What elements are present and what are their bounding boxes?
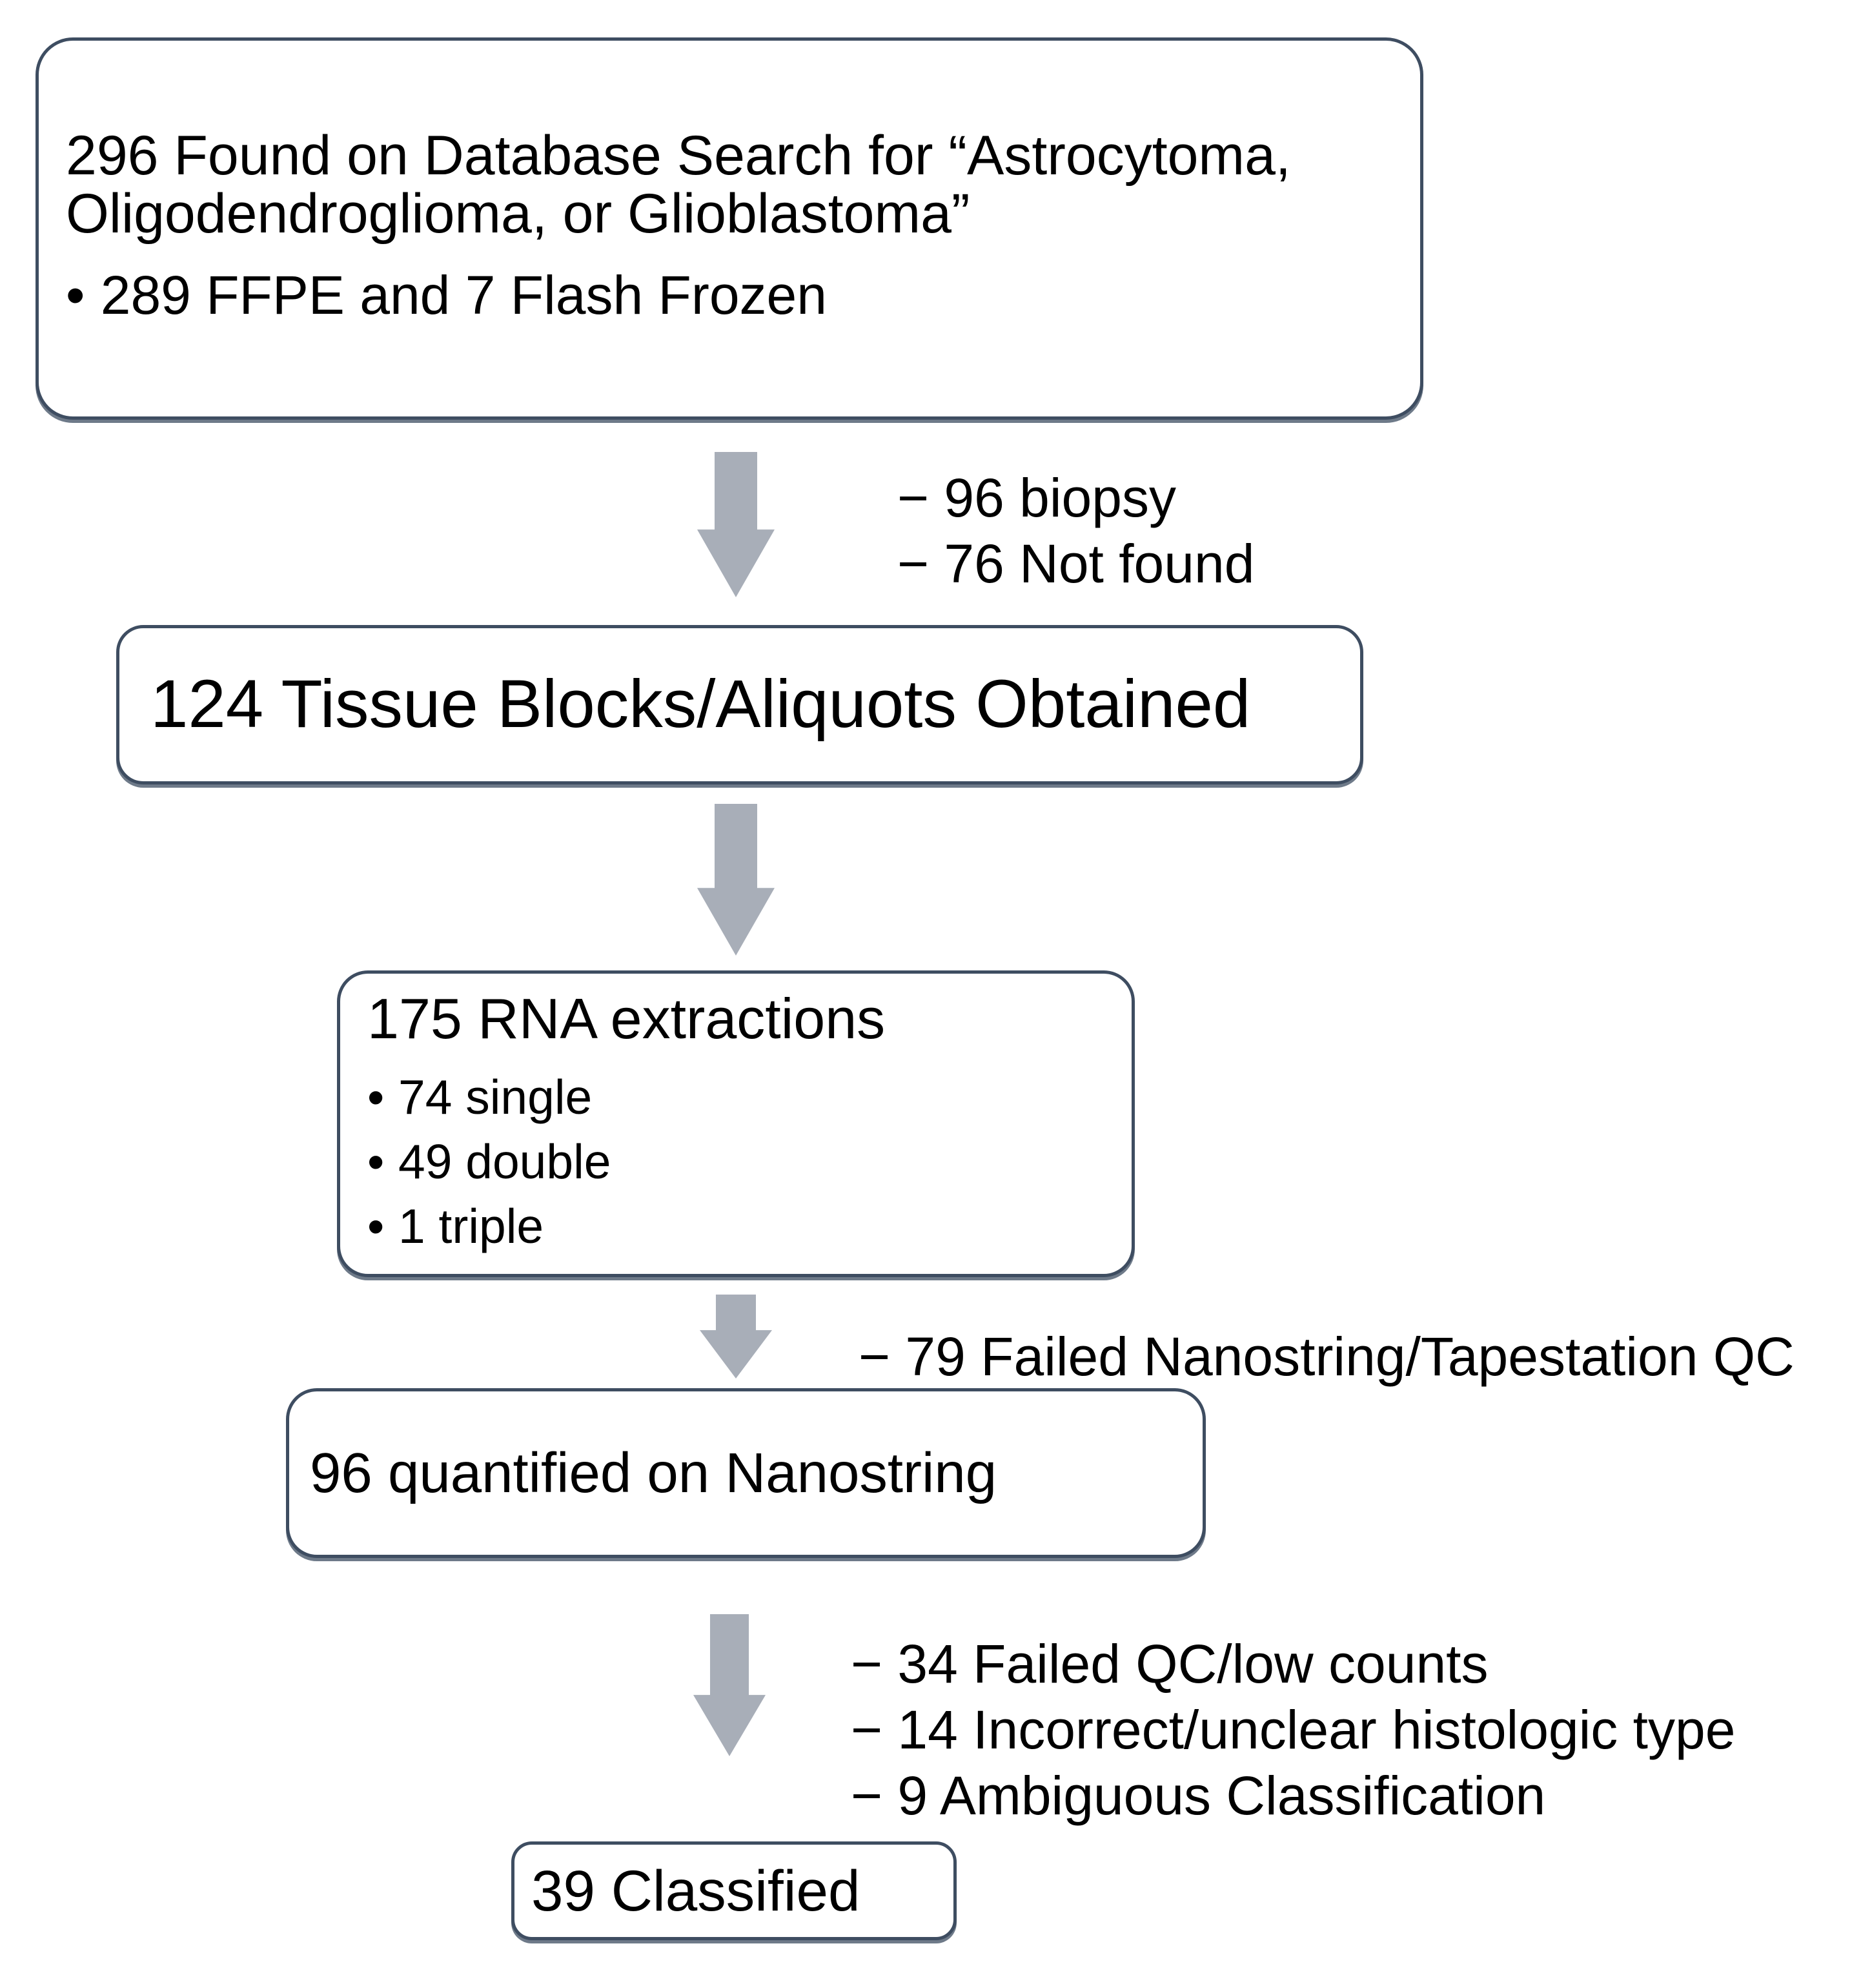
bullet-text: 74 single [398, 1069, 593, 1124]
exclusion-line: − 96 biopsy [897, 467, 1176, 528]
down-arrow-icon [697, 804, 775, 956]
bullet-text: 289 FFPE and 7 Flash Frozen [100, 264, 827, 325]
exclusion-note-biopsy-notfound: − 96 biopsy − 76 Not found [897, 465, 1254, 597]
exclusion-note-final: − 34 Failed QC/low counts − 14 Incorrect… [851, 1631, 1735, 1829]
exclusion-line: − 14 Incorrect/unclear histologic type [851, 1699, 1736, 1760]
down-arrow-icon [700, 1295, 772, 1378]
exclusion-line: − 76 Not found [897, 533, 1255, 594]
heading-line: 296 Found on Database Search for “Astroc… [66, 125, 1291, 187]
flow-box-database-search: 296 Found on Database Search for “Astroc… [36, 37, 1423, 420]
bullet-text: 49 double [398, 1134, 611, 1189]
bullet-item: • 1 triple [367, 1194, 1112, 1258]
bullet-icon: • [367, 1198, 385, 1253]
bullet-item: • 49 double [367, 1129, 1112, 1194]
box-heading: 124 Tissue Blocks/Aliquots Obtained [150, 666, 1251, 743]
exclusion-line: − 79 Failed Nanostring/Tapestation QC [859, 1326, 1795, 1387]
bullet-text: 1 triple [398, 1198, 544, 1253]
box-heading: 296 Found on Database Search for “Astroc… [66, 127, 1388, 243]
box-heading: 175 RNA extractions [367, 987, 886, 1050]
flow-box-nanostring: 96 quantified on Nanostring [286, 1388, 1206, 1558]
bullet-list: • 74 single • 49 double • 1 triple [367, 1065, 1112, 1258]
exclusion-note-failed-qc: − 79 Failed Nanostring/Tapestation QC [859, 1324, 1795, 1389]
exclusion-line: − 34 Failed QC/low counts [851, 1634, 1489, 1694]
down-arrow-icon [693, 1614, 766, 1756]
bullet-icon: • [367, 1069, 385, 1124]
flow-box-tissue-blocks: 124 Tissue Blocks/Aliquots Obtained [116, 625, 1363, 784]
bullet-icon: • [66, 264, 85, 325]
heading-line: Oligodendroglioma, or Glioblastoma” [66, 183, 970, 245]
exclusion-line: − 9 Ambiguous Classification [851, 1765, 1546, 1826]
box-heading: 96 quantified on Nanostring [310, 1441, 997, 1504]
bullet-item: • 74 single [367, 1065, 1112, 1129]
down-arrow-icon [697, 452, 775, 597]
flow-box-rna-extractions: 175 RNA extractions • 74 single • 49 dou… [337, 970, 1135, 1277]
flow-box-classified: 39 Classified [511, 1841, 957, 1940]
box-heading: 39 Classified [531, 1858, 860, 1923]
bullet-item: • 289 FFPE and 7 Flash Frozen [66, 264, 1388, 325]
bullet-icon: • [367, 1134, 385, 1189]
